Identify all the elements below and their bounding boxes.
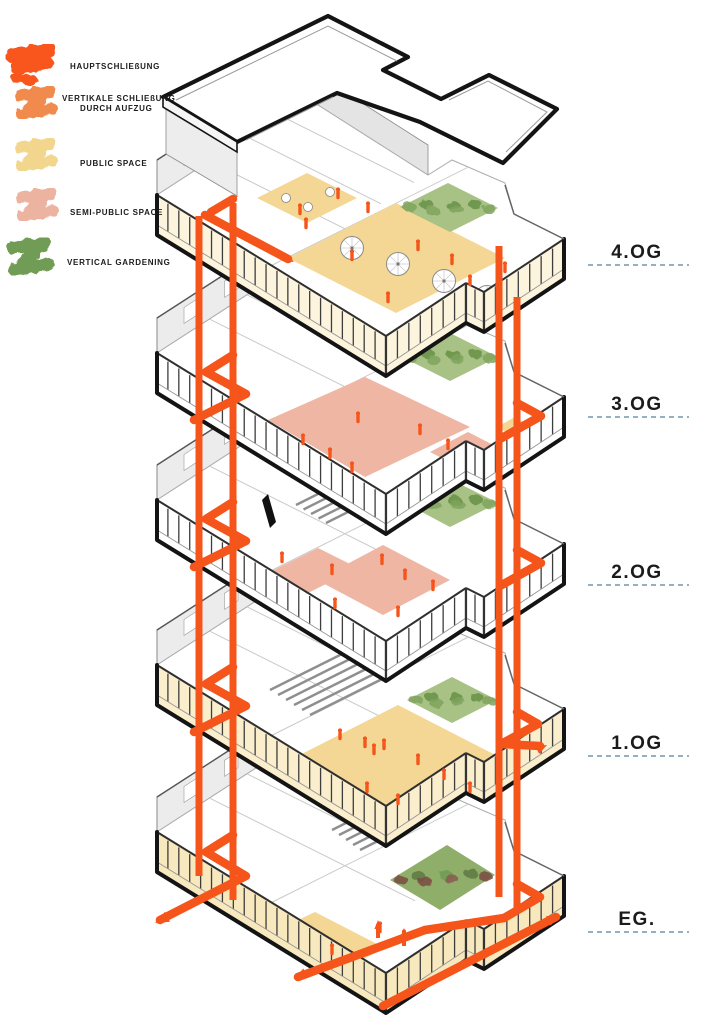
zone-semi_public bbox=[317, 545, 450, 615]
legend-swatch-semi-public-space bbox=[15, 187, 59, 222]
floor-label-4og: 4.OG bbox=[611, 242, 662, 263]
people-figures bbox=[297, 187, 508, 304]
floor-label-1og: 1.OG bbox=[611, 733, 662, 754]
legend-swatch-hauptschliessung bbox=[5, 42, 57, 85]
legend-item-semi-public-space: SEMI-PUBLIC SPACE bbox=[15, 187, 163, 222]
roof-slab bbox=[160, 13, 560, 197]
people-figures bbox=[279, 551, 436, 618]
legend-swatch-public-space bbox=[14, 137, 58, 172]
legend-label: VERTICAL GARDENING bbox=[67, 258, 171, 267]
people-figures bbox=[300, 411, 451, 474]
legend-swatch-vertikale-schliessung bbox=[14, 85, 58, 120]
legend: HAUPTSCHLIEßUNG VERTIKALE SCHLIEßUNGDURCH… bbox=[5, 42, 176, 277]
slab-outline bbox=[155, 351, 566, 536]
legend-item-public-space: PUBLIC SPACE bbox=[14, 137, 147, 172]
slab-outline bbox=[155, 663, 566, 848]
zone-public bbox=[257, 173, 357, 223]
legend-label-line2: DURCH AUFZUG bbox=[80, 104, 153, 113]
floor-labels: 4.OG 3.OG 2.OG 1.OG EG. bbox=[588, 242, 689, 933]
floor-label-eg: EG. bbox=[618, 909, 655, 930]
legend-label: VERTIKALE SCHLIEßUNG bbox=[62, 94, 176, 103]
slab-outline bbox=[155, 193, 566, 378]
floor-label-3og: 3.OG bbox=[611, 394, 662, 415]
slab-outline bbox=[155, 498, 566, 683]
legend-label: PUBLIC SPACE bbox=[80, 159, 147, 168]
legend-item-vertical-gardening: VERTICAL GARDENING bbox=[6, 236, 171, 277]
floor-label-2og: 2.OG bbox=[611, 562, 662, 583]
legend-swatch-vertical-gardening bbox=[6, 236, 55, 277]
legend-label: HAUPTSCHLIEßUNG bbox=[70, 62, 160, 71]
circulation-overlay bbox=[155, 194, 561, 1011]
legend-item-hauptschliessung: HAUPTSCHLIEßUNG bbox=[5, 42, 160, 85]
legend-label: SEMI-PUBLIC SPACE bbox=[70, 208, 163, 217]
zone-semi_public bbox=[268, 377, 470, 477]
people-figures bbox=[337, 728, 473, 806]
